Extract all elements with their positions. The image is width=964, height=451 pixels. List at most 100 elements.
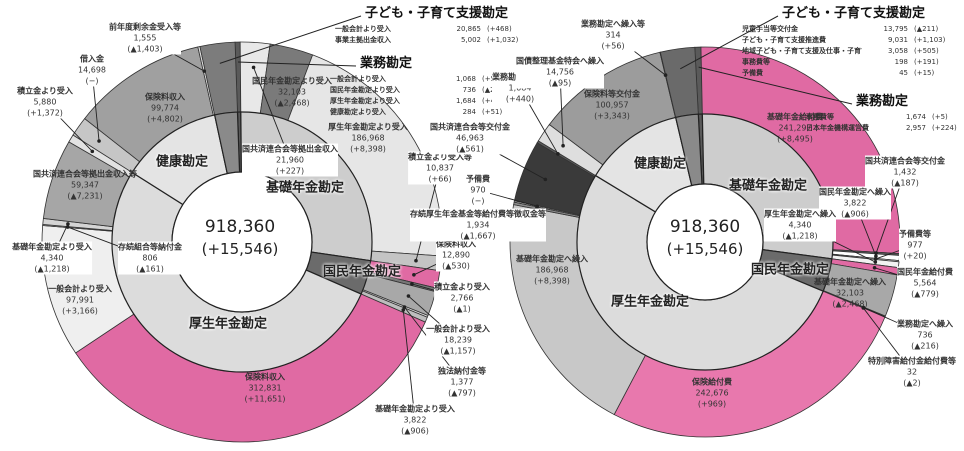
leader-arrow-icon [202,69,207,73]
summary-box-title: 子ども・子育て支援勘定 [782,6,926,21]
segment-name: 一般会計より受入 [48,284,112,294]
segment-change: (▲2,468) [832,299,868,309]
segment-name: 前年度剰余金受入等 [109,22,181,32]
segment-change: (▲187) [891,178,919,188]
total-change: (+15,546) [666,240,744,258]
segment-value: 3,822 [843,198,867,208]
segment-change: (+66) [428,174,452,184]
row-name: 健康勘定より受入 [330,108,386,116]
leader-line [402,309,416,421]
row-value: 2,957 [905,124,926,132]
group-label: 健康勘定 [633,156,687,172]
row-name: 一般会計より受入 [330,75,386,83]
segment-name: 業務勘定へ繰入等 [581,19,645,29]
box-leader-line [698,66,853,105]
row-value: 9,031 [887,36,908,44]
segment-change: (+8,398) [534,276,570,286]
leader-arrow-icon [90,149,95,154]
segment-value: 10,837 [426,163,454,173]
row-change: (+1,032) [487,36,519,44]
segment-change: (▲1) [453,304,471,314]
row-change: (+505) [914,47,939,55]
row-change: (+191) [914,58,939,66]
segment-change: (+11,651) [244,394,286,404]
segment-value: 186,968 [535,265,569,275]
segment-change: (+227) [275,166,305,176]
segment-name: 保険料収入 [145,92,185,102]
segment-value: 99,774 [151,103,179,113]
segment-name: 積立金より受入 [434,282,490,292]
segment-value: 4,340 [40,253,64,263]
segment-change: (−) [471,196,485,206]
segment-change: (+8,495) [777,134,813,144]
segment-name: 予備費 [466,174,490,184]
box-leader-line [238,61,357,67]
leader-arrow-icon [401,308,406,312]
segment-change: (+56) [601,41,625,51]
leader-arrow-icon [66,222,70,226]
segment-name: 国民年金給付費 [897,267,953,277]
leader-arrow-icon [412,272,416,277]
segment-value: 312,831 [248,383,282,393]
leader-arrow-icon [97,139,101,143]
segment-change: (▲161) [136,264,164,274]
row-value: 5,002 [460,36,481,44]
row-value: 198 [894,58,908,66]
row-value: 736 [462,86,476,94]
row-change: (+468) [487,25,512,33]
segment-change: (+969) [697,399,727,409]
row-name: 国民年金勘定より受入 [330,86,400,94]
box-leader-line [680,15,779,70]
segment-change: (▲1,667) [460,231,496,241]
row-value: 1,068 [455,75,476,83]
leader-arrow-icon [556,152,560,156]
row-change: (+224) [932,124,957,132]
segment-name: 基礎年金勘定へ繰入 [814,277,886,287]
segment-name: 基礎年金給付費 [767,112,823,122]
segment-value: 2,766 [450,293,474,303]
summary-row: 地域子ども・子育て支援及仕事・子育て両立支援事業費3,058(+505) [742,46,945,57]
segment-change: (▲2) [903,378,921,388]
segment-name: 保険給付費 [692,377,732,387]
segment-name: 保険料収入 [436,239,476,249]
segment-change: (▲2,468) [274,98,310,108]
segment-name: 国債整理基金特会へ繰入 [516,56,604,66]
segment-name: 基礎年金勘定より受入 [12,242,92,252]
row-name: 一般会計より受入 [335,25,391,33]
segment-value: 1,934 [466,220,490,230]
group-label: 国民年金勘定 [750,262,830,278]
segment-value: 242,676 [695,388,729,398]
leader-arrow-icon [402,305,407,309]
segment-value: 59,347 [71,180,99,190]
leader-arrow-icon [251,65,256,70]
segment-value: 4,340 [788,220,812,230]
row-value: 45 [899,69,908,77]
segment-value: 14,698 [78,65,106,75]
segment-value: 3,822 [403,415,427,425]
segment-value: 32,103 [836,288,864,298]
leader-arrow-icon [535,204,540,209]
segment-name: 積立金より受入等 [408,152,472,162]
segment-value: 970 [470,185,486,195]
